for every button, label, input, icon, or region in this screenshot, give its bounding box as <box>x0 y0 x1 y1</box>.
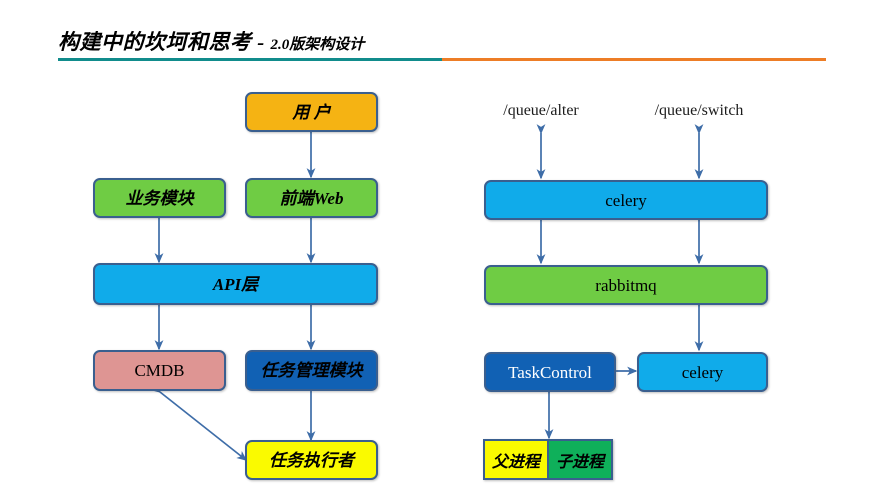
page-title: 构建中的坎坷和思考 - 2.0版架构设计 <box>58 26 364 56</box>
label-queue-alter-text: /queue/alter <box>503 102 579 119</box>
title-divider <box>58 58 826 61</box>
node-celery-bottom[interactable]: celery <box>637 352 768 392</box>
node-api-layer[interactable]: API层 <box>93 263 378 305</box>
node-business-module-label: 业务模块 <box>125 188 194 208</box>
node-frontend-web[interactable]: 前端Web <box>245 178 378 218</box>
node-process-pair[interactable]: 父进程 子进程 <box>483 439 613 480</box>
node-parent-process-label: 父进程 <box>491 453 540 471</box>
node-celery-top-label: celery <box>605 190 647 210</box>
page-title-separator: - <box>251 30 271 54</box>
node-user-label: 用 户 <box>292 102 331 122</box>
node-child-process-label: 子进程 <box>555 453 604 471</box>
node-cmdb-label: CMDB <box>134 361 185 380</box>
node-task-manager[interactable]: 任务管理模块 <box>245 350 378 391</box>
divider-segment-teal <box>58 58 442 61</box>
node-task-executor-label: 任务执行者 <box>269 450 354 470</box>
node-celery-bottom-label: celery <box>681 362 724 382</box>
node-task-control[interactable]: TaskControl <box>484 352 616 392</box>
node-user[interactable]: 用 户 <box>245 92 378 132</box>
label-queue-alter: /queue/alter <box>503 102 579 120</box>
node-frontend-web-label: 前端Web <box>279 188 344 208</box>
node-business-module[interactable]: 业务模块 <box>93 178 226 218</box>
node-rabbitmq-label: rabbitmq <box>595 275 657 295</box>
node-cmdb[interactable]: CMDB <box>93 350 226 391</box>
node-task-executor[interactable]: 任务执行者 <box>245 440 378 480</box>
node-task-control-label: TaskControl <box>508 362 592 382</box>
node-api-layer-label: API层 <box>212 274 259 294</box>
label-queue-switch: /queue/switch <box>655 102 744 120</box>
label-queue-switch-text: /queue/switch <box>654 102 744 119</box>
node-rabbitmq[interactable]: rabbitmq <box>484 265 768 305</box>
node-parent-process[interactable]: 父进程 <box>485 441 547 478</box>
node-child-process[interactable]: 子进程 <box>547 441 611 478</box>
page-title-main: 构建中的坎坷和思考 <box>58 30 252 54</box>
node-celery-top[interactable]: celery <box>484 180 768 220</box>
node-task-manager-label: 任务管理模块 <box>260 361 363 380</box>
divider-segment-orange <box>442 58 826 61</box>
page-title-subtitle: 2.0版架构设计 <box>270 37 365 53</box>
slide-header: 构建中的坎坷和思考 - 2.0版架构设计 <box>0 0 884 70</box>
